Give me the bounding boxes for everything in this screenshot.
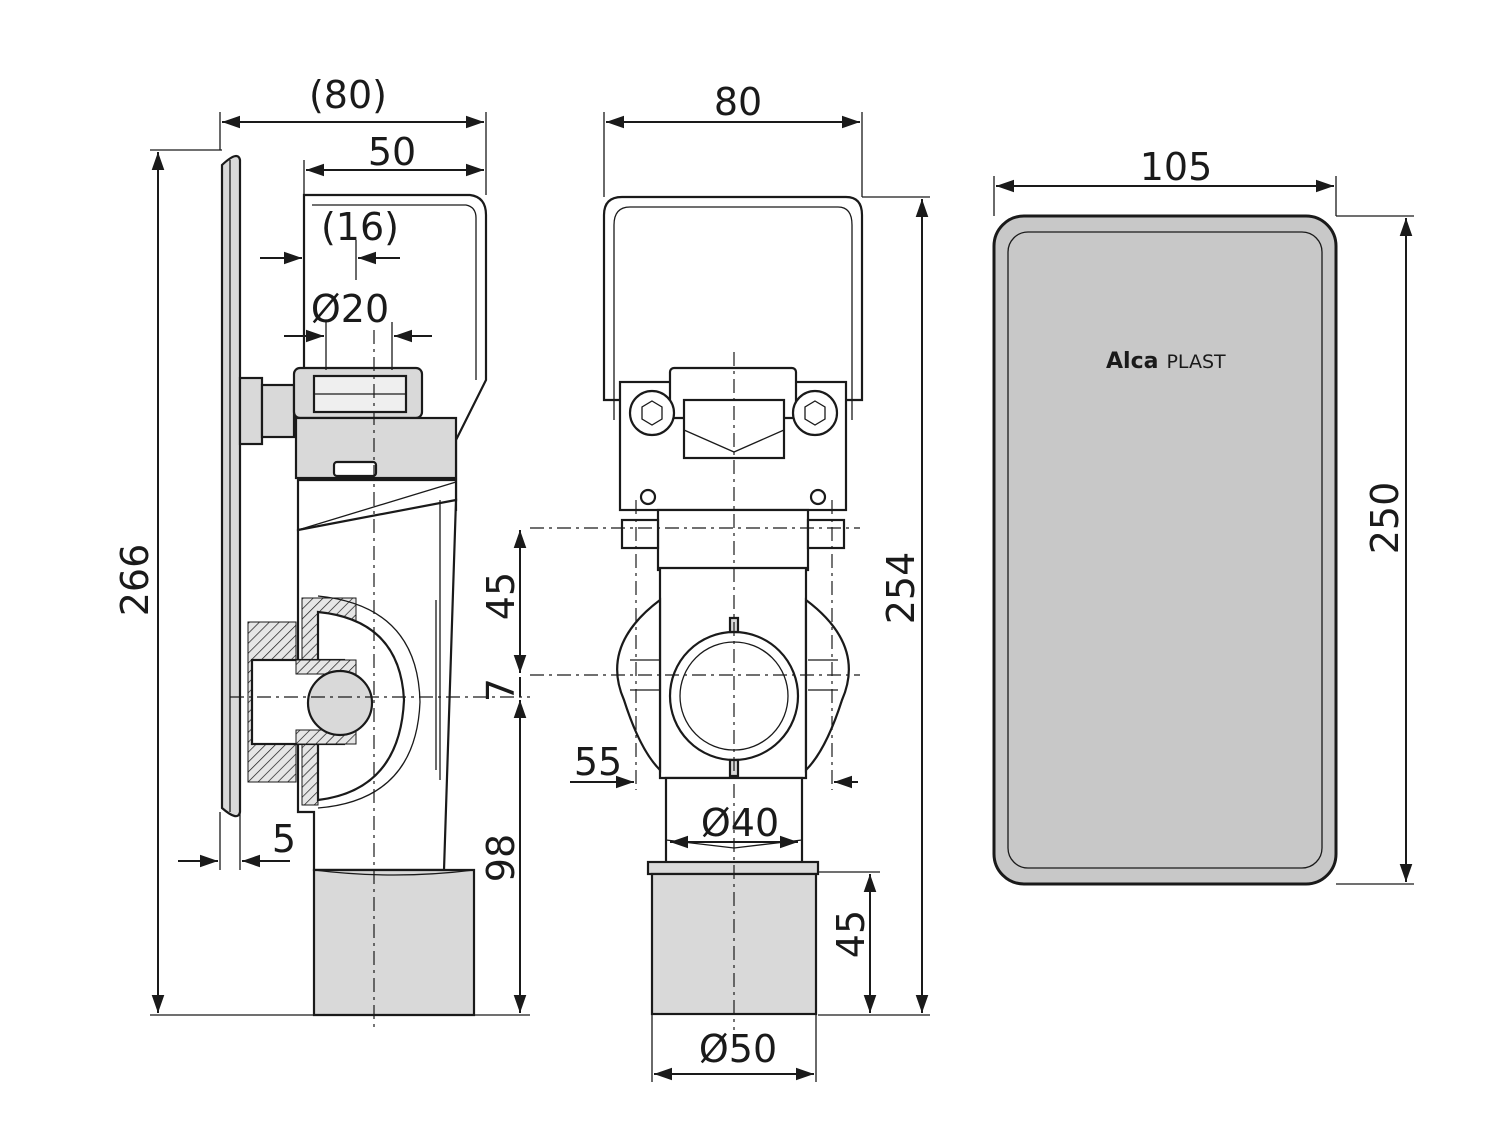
- cover-height-label: 250: [1363, 482, 1407, 555]
- side-connector: [238, 376, 264, 446]
- front-mid-offset-label: 7: [479, 678, 523, 702]
- front-upper-offset-label: 45: [479, 572, 523, 620]
- cover-width-label: 105: [1140, 145, 1213, 189]
- side-offset-label: (16): [321, 205, 399, 249]
- front-diameter-inner-label: Ø40: [701, 801, 779, 845]
- front-side-width-label: 55: [574, 740, 622, 784]
- front-outlet-height-label: 45: [829, 910, 873, 958]
- side-width-total-label: (80): [309, 73, 387, 117]
- side-cover-plate: [220, 154, 242, 818]
- front-width-label: 80: [714, 80, 762, 124]
- front-top-box: [602, 195, 864, 402]
- side-diameter-inlet-label: Ø20: [311, 287, 389, 331]
- side-view: (80) 50 (16) Ø20 266 5: [113, 73, 530, 1032]
- side-ball: [306, 669, 374, 737]
- brand-name-bold: Alca: [1106, 349, 1158, 374]
- brand-logo: Alca PLAST: [1106, 349, 1226, 374]
- cover-plate: [992, 214, 1338, 886]
- front-bolt-right: [791, 389, 839, 437]
- front-view: 80 254 45 7 98 55 Ø40 45 Ø50: [474, 80, 930, 1082]
- side-outlet: [312, 868, 476, 1017]
- side-height-total-label: 266: [113, 544, 157, 617]
- front-diameter-outlet-label: Ø50: [699, 1027, 777, 1071]
- side-width-box-label: 50: [368, 130, 416, 174]
- front-bolt-left: [628, 389, 676, 437]
- front-lower-height-label: 98: [479, 834, 523, 882]
- front-collar: [646, 860, 820, 876]
- cover-view: Alca PLAST 105 250: [992, 145, 1414, 886]
- brand-name-light: PLAST: [1166, 351, 1226, 373]
- side-cover-thickness-label: 5: [272, 817, 296, 861]
- front-height-total-label: 254: [879, 552, 923, 625]
